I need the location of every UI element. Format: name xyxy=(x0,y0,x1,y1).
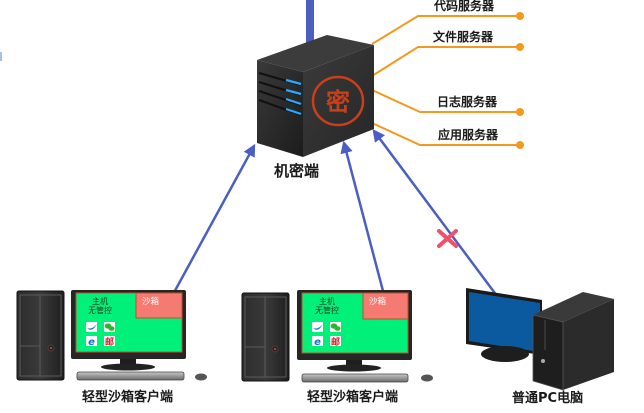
sandbox-label: 沙箱 xyxy=(142,296,160,307)
server-label-code: 代码服务器 xyxy=(433,0,495,13)
pc-monitor-base xyxy=(481,346,529,362)
client-2-sandbox[interactable]: 沙箱 主机 无管控 e 邮 xyxy=(241,290,433,383)
server-top-face xyxy=(257,35,374,72)
pc-tower-side xyxy=(563,299,614,390)
link-file-server xyxy=(371,46,519,77)
sandbox-label: 沙箱 xyxy=(369,296,387,307)
ie-glyph: e xyxy=(314,337,321,348)
uplink-line xyxy=(306,0,314,44)
client-1-sandbox[interactable]: 沙箱 主机 无管控 e 邮 xyxy=(16,290,207,381)
sandbox-panel[interactable] xyxy=(135,292,183,319)
host-text-line1: 主机 xyxy=(92,296,108,306)
app-server-dot xyxy=(516,141,524,149)
blocked-x-icon xyxy=(437,229,458,248)
monitor-base xyxy=(101,363,155,371)
mail-glyph: 邮 xyxy=(105,336,114,348)
normal-pc[interactable] xyxy=(466,288,614,391)
host-text-line1: 主机 xyxy=(319,296,335,306)
mail-icon[interactable] xyxy=(330,336,341,346)
server-links xyxy=(371,15,519,146)
keyboard-icon xyxy=(76,371,185,381)
bird-app-icon[interactable] xyxy=(312,322,323,332)
central-node-label: 机密端 xyxy=(274,162,319,180)
file-server-dot xyxy=(516,43,524,51)
secret-emblem-icon: 密 xyxy=(326,88,350,116)
host-text-line2: 无管控 xyxy=(88,305,112,315)
arrow-client1-to-server xyxy=(169,143,256,299)
client-2-label: 轻型沙箱客户端 xyxy=(307,389,398,405)
server-label-app: 应用服务器 xyxy=(438,127,499,142)
ie-browser-icon[interactable] xyxy=(86,336,97,346)
ie-browser-icon[interactable] xyxy=(312,336,323,346)
pc-power-button xyxy=(541,359,545,363)
pc-label: 普通PC电脑 xyxy=(512,390,583,406)
mail-icon[interactable] xyxy=(104,336,115,346)
app-icons: e 邮 xyxy=(86,322,115,348)
central-server[interactable]: 密 xyxy=(257,35,374,157)
bird-app-icon[interactable] xyxy=(86,322,97,332)
arrow-client2-to-server xyxy=(340,140,385,292)
monitor-stand xyxy=(120,359,136,365)
server-drive-bays xyxy=(258,72,302,116)
server-label-file: 文件服务器 xyxy=(433,29,494,44)
server-side-face xyxy=(303,45,374,157)
ie-glyph: e xyxy=(88,337,95,348)
pc-screen xyxy=(469,292,540,352)
server-label-log: 日志服务器 xyxy=(437,94,498,109)
host-text-line2: 无管控 xyxy=(315,305,339,315)
tower-pc-icon xyxy=(16,290,65,381)
link-app-server xyxy=(371,122,519,146)
mail-glyph: 邮 xyxy=(331,336,340,348)
pc-tower-front xyxy=(532,314,564,391)
monitor-stand xyxy=(346,360,362,366)
edge-mark xyxy=(0,52,2,61)
mouse-icon xyxy=(195,373,207,381)
app-icons: e 邮 xyxy=(312,322,341,348)
tower-pc-icon xyxy=(241,292,290,382)
client-1-label: 轻型沙箱客户端 xyxy=(82,389,173,405)
pc-tower-top xyxy=(533,292,614,322)
code-server-dot xyxy=(516,12,524,20)
secret-emblem-ring xyxy=(311,75,365,127)
link-code-server xyxy=(371,15,519,45)
arrow-pc-to-server xyxy=(372,128,502,301)
monitor-base xyxy=(327,364,381,372)
mouse-icon xyxy=(421,374,433,382)
keyboard-icon xyxy=(301,373,409,383)
link-log-server xyxy=(371,89,519,113)
log-server-dot xyxy=(516,108,524,116)
sandbox-panel[interactable] xyxy=(362,292,409,320)
